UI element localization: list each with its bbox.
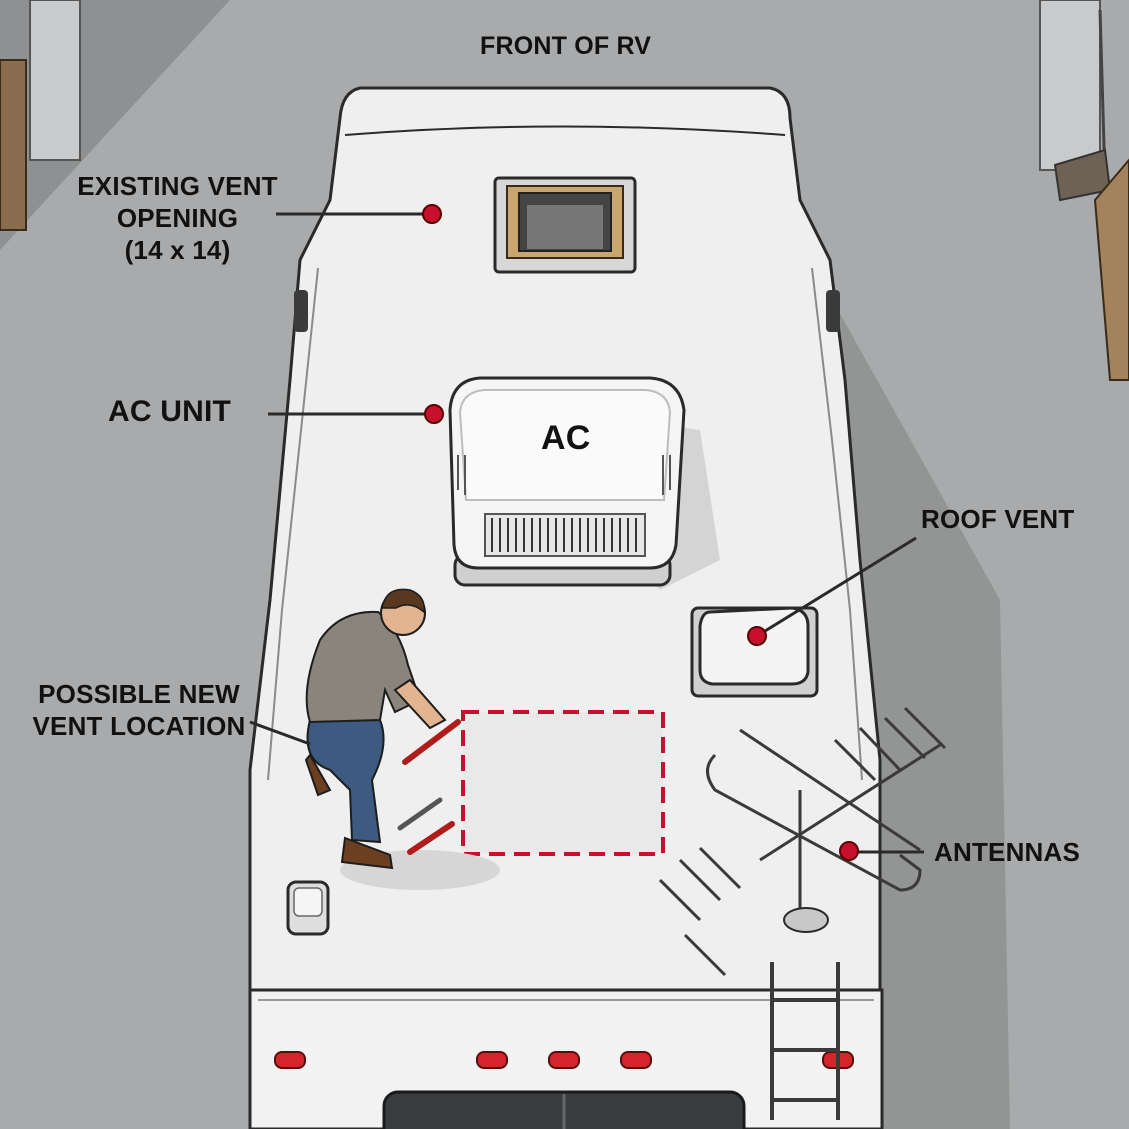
person-hair — [381, 588, 425, 614]
small-roof-vent-top — [293, 887, 323, 917]
mirror-left — [294, 290, 308, 332]
marker-ac-unit — [424, 404, 444, 424]
rear-ladder-rails — [770, 962, 840, 1120]
leader-roof-vent — [756, 536, 917, 638]
possible-vent-label-line2: VENT LOCATION — [32, 711, 246, 741]
existing-vent-label: EXISTING VENT OPENING (14 x 14) — [70, 170, 285, 266]
possible-vent-label-line1: POSSIBLE NEW — [38, 679, 240, 709]
leader-possible-vent — [249, 720, 311, 746]
rear-marker-light-4 — [620, 1051, 652, 1069]
rear-marker-light-3 — [548, 1051, 580, 1069]
marker-antennas — [839, 841, 859, 861]
rv-side-left — [267, 267, 319, 781]
mirror-right — [826, 290, 840, 332]
crate-left — [0, 59, 27, 231]
marker-roof-vent — [747, 626, 767, 646]
person-tool — [402, 719, 461, 765]
ladder-right — [1093, 158, 1129, 381]
marker-existing-vent — [422, 204, 442, 224]
person-boot-2 — [340, 836, 394, 870]
rv-shadow — [810, 260, 1010, 1129]
person-working — [304, 588, 461, 870]
antennas-label: ANTENNAS — [934, 837, 1081, 867]
screwdriver — [407, 821, 455, 855]
tools-on-roof — [397, 797, 455, 855]
front-of-rv-label: FRONT OF RV — [480, 32, 652, 60]
existing-vent-label-line3: (14 x 14) — [124, 235, 231, 265]
ac-side-vents — [457, 455, 671, 495]
existing-vent-label-line1: EXISTING VENT — [77, 171, 278, 201]
roof-vent-label: ROOF VENT — [921, 504, 1075, 534]
person-boot-1 — [304, 753, 332, 797]
person-arm — [393, 678, 447, 730]
wall-post-right — [1039, 0, 1101, 171]
rear-marker-light-1 — [274, 1051, 306, 1069]
wall-post-left — [29, 0, 81, 161]
ac-top-panel — [458, 389, 672, 501]
possible-vent-label: POSSIBLE NEW VENT LOCATION — [28, 678, 250, 742]
existing-vent-label-line2: OPENING — [116, 203, 239, 233]
person-legs — [306, 719, 385, 844]
antenna-assembly — [658, 706, 947, 977]
person-shirt — [305, 610, 422, 724]
rear-marker-light-2 — [476, 1051, 508, 1069]
ac-cover-text: AC — [541, 419, 591, 457]
antenna-mount — [783, 907, 829, 933]
ac-unit-label: AC UNIT — [108, 395, 232, 428]
roof-vent-dome — [698, 606, 810, 686]
existing-vent-screen — [527, 205, 603, 249]
ac-grille-slats — [491, 518, 637, 552]
rv-side-right — [811, 267, 863, 781]
rv-front-cap — [344, 125, 786, 136]
wrench — [397, 797, 443, 831]
possible-vent-area — [461, 710, 665, 856]
